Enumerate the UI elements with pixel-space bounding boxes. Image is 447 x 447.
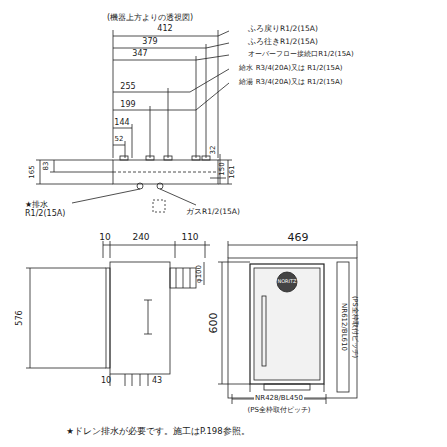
brand-logo: NORITZ <box>277 279 296 285</box>
dimension: 412 <box>157 25 172 34</box>
dimension: 32 <box>210 146 218 155</box>
pipe-label: ふろ往きR1/2(15A) <box>248 38 318 46</box>
dimension: 10 <box>101 377 111 386</box>
dimension: 199 <box>120 101 135 110</box>
dimension: 144 <box>114 119 129 128</box>
dimension: 379 <box>142 38 157 47</box>
dimension: 83 <box>43 162 51 171</box>
pipe-label: ガスR1/2(15A) <box>186 208 240 216</box>
dimension: 161 <box>229 165 237 178</box>
dimension: 52 <box>115 136 124 144</box>
pipe-label: ふろ戻りR1/2(15A) <box>248 25 318 33</box>
dimension: 165 <box>29 165 37 178</box>
dimension: 469 <box>288 232 309 244</box>
dimension: 255 <box>120 83 135 92</box>
pipe-label: オーバーフロー接続口R1/2(15A) <box>248 51 353 59</box>
model-label: (PS全枠取付ピッチ) <box>247 407 310 415</box>
dimension: 150 <box>219 162 227 175</box>
dimension: 110 <box>181 233 198 243</box>
pipe-label: 給水 R3/4(20A)又は R1/2(15A) <box>239 65 342 73</box>
dimension: 347 <box>132 50 147 59</box>
pipe-label: ★排水 R1/2(15A) <box>25 201 71 219</box>
dimension: 10 <box>99 233 110 243</box>
pipe-label: 給湯 R3/4(20A)又は R1/2(15A) <box>239 79 342 87</box>
dimension: 576 <box>16 310 25 325</box>
model-label: NR428/BL450 <box>254 395 304 403</box>
dimension: 600 <box>208 313 220 334</box>
model-label: (PS全枠取付ピッチ) <box>350 296 357 358</box>
model-label: NR612/BL610 <box>339 302 347 352</box>
dimension: φ100 <box>196 265 204 283</box>
dimension: 43 <box>152 377 162 386</box>
view-heading: (機器上方よりの透視図) <box>107 14 193 23</box>
note: ★ドレン排水が必要です。施工はP.198参照。 <box>66 427 249 436</box>
dimension: 240 <box>132 233 149 243</box>
